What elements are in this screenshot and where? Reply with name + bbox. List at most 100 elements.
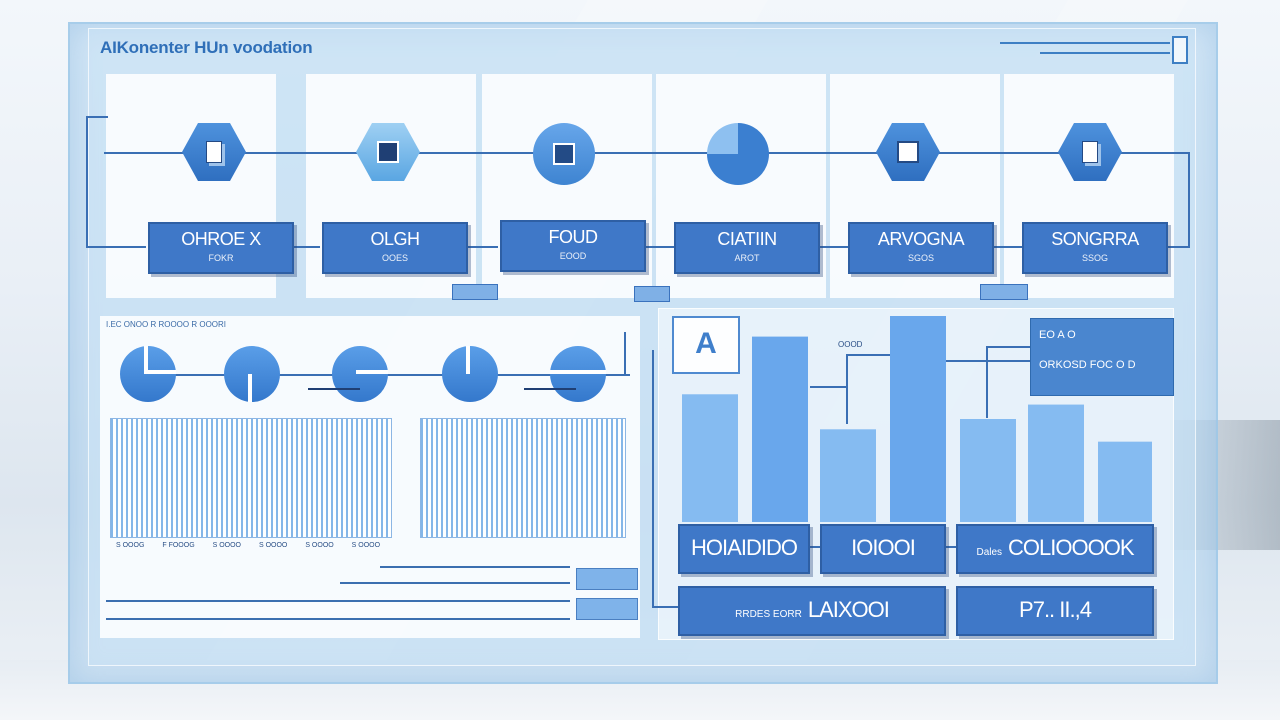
process-title: I.EC ONOO R ROOOO R OOORI	[106, 320, 227, 329]
timeline-rule	[106, 600, 570, 602]
value-card[interactable]: RRDES EORR LAIXOOI	[678, 586, 946, 636]
value-card[interactable]: HOIAIDIDO	[678, 524, 810, 574]
chart-connector	[946, 360, 1030, 362]
chart-bar	[820, 429, 876, 522]
title-rule	[1040, 52, 1170, 54]
status-indicator	[634, 286, 670, 302]
legend-line: ORKOSD FOC O D	[1039, 359, 1136, 371]
pipeline-connector	[644, 246, 674, 248]
pie-chart-icon[interactable]	[706, 122, 770, 186]
stage-sublabel: EOOD	[559, 251, 587, 261]
chart-connector	[986, 346, 988, 418]
signal-chart-left	[110, 418, 392, 538]
stage-label: OLGH	[370, 229, 420, 249]
control-button[interactable]	[576, 598, 638, 620]
process-legend: S OOOG F FOOOG S OOOO S OOOO S OOOO S OO…	[116, 542, 396, 549]
legend-item: S OOOO	[212, 542, 241, 549]
chart-bar	[1028, 404, 1084, 522]
process-node[interactable]	[332, 346, 388, 402]
document-circle-icon[interactable]	[532, 122, 596, 186]
hexagon-server-icon[interactable]	[182, 120, 246, 184]
value-card[interactable]: Dales COLIOOOOK	[956, 524, 1154, 574]
pipeline-connector	[468, 246, 498, 248]
hexagon-monitor-icon[interactable]	[876, 120, 940, 184]
pipeline-connector	[1162, 246, 1190, 248]
value-label: COLIOOOOK	[1008, 535, 1134, 560]
chart-connector	[846, 354, 848, 424]
value-card[interactable]: P7.. II.,4	[956, 586, 1154, 636]
node-tag	[308, 388, 360, 390]
chart-top-label: OOOD	[838, 340, 863, 349]
stage-box[interactable]: CIATIIN AROT	[674, 222, 820, 274]
control-button[interactable]	[576, 568, 638, 590]
value-label: LAIXOOI	[807, 597, 890, 622]
chart-bar	[682, 394, 738, 522]
node-tag	[524, 388, 576, 390]
process-node[interactable]	[224, 346, 280, 402]
stage-label: OHROE X	[181, 229, 261, 249]
process-node[interactable]	[120, 346, 176, 402]
pipeline-connector	[86, 246, 146, 248]
pipeline-connector	[104, 152, 1190, 154]
chart-bar	[960, 419, 1016, 522]
chart-bar	[1098, 441, 1152, 522]
process-node[interactable]	[550, 346, 606, 402]
status-indicator	[980, 284, 1028, 300]
stage-box[interactable]: SONGRRA SSOG	[1022, 222, 1168, 274]
window-control-icon[interactable]	[1172, 36, 1188, 64]
chart-logo: A	[672, 316, 740, 374]
pipeline-connector	[992, 246, 1022, 248]
process-panel: I.EC ONOO R ROOOO R OOORI S OOOG F FOOOG…	[100, 316, 640, 638]
chart-connector	[808, 546, 820, 548]
app-title: AIKonenter HUn voodation	[100, 38, 313, 57]
timeline-rule	[380, 566, 570, 568]
legend-item: S OOOG	[116, 542, 145, 549]
stage-sublabel: SSOG	[1081, 253, 1108, 263]
value-card[interactable]: IOIOOI	[820, 524, 946, 574]
stage-sublabel: AROT	[734, 253, 760, 263]
status-indicator	[452, 284, 498, 300]
title-rule	[1000, 42, 1170, 44]
value-prefix: Dales	[976, 547, 1003, 558]
timeline-rule	[340, 582, 570, 584]
legend-item: S OOOO	[305, 542, 334, 549]
stage-label: SONGRRA	[1051, 229, 1139, 249]
legend-item: S OOOO	[258, 542, 288, 549]
timeline-rule	[106, 618, 570, 620]
hexagon-document-icon[interactable]	[1058, 120, 1122, 184]
legend-item: F FOOOG	[162, 542, 195, 549]
chart-bar	[752, 336, 808, 522]
process-connector	[624, 332, 626, 376]
legend-line: EO A O	[1039, 329, 1076, 341]
chart-connector	[652, 350, 654, 608]
chart-connector	[846, 354, 890, 356]
stage-label: ARVOGNA	[877, 229, 965, 249]
value-label: HOIAIDIDO	[691, 535, 798, 560]
stage-box[interactable]: ARVOGNA SGOS	[848, 222, 994, 274]
legend-item: S OOOO	[351, 542, 381, 549]
stage-sublabel: SGOS	[907, 253, 934, 263]
value-prefix: RRDES EORR	[735, 609, 802, 620]
stage-sublabel: OOES	[381, 253, 408, 263]
value-label: IOIOOI	[851, 535, 916, 560]
chart-connector	[986, 346, 1030, 348]
stage-label: FOUD	[548, 227, 599, 247]
chart-connector	[652, 606, 678, 608]
chart-bar	[890, 316, 946, 522]
pipeline-connector	[818, 246, 848, 248]
signal-chart-right	[420, 418, 626, 538]
chart-legend: EO A O ORKOSD FOC O D	[1030, 318, 1174, 396]
chart-connector	[810, 386, 846, 388]
stage-box[interactable]: FOUD EOOD	[500, 220, 646, 272]
pipeline-connector	[86, 116, 88, 248]
monitor-node-icon[interactable]	[356, 120, 420, 184]
stage-label: CIATIIN	[717, 229, 777, 249]
pipeline-connector	[1188, 152, 1190, 248]
process-node[interactable]	[442, 346, 498, 402]
chart-connector	[942, 546, 956, 548]
stage-box[interactable]: OLGH OOES	[322, 222, 468, 274]
pipeline-connector	[290, 246, 320, 248]
stage-box[interactable]: OHROE X FOKR	[148, 222, 294, 274]
pipeline-connector	[86, 116, 108, 118]
